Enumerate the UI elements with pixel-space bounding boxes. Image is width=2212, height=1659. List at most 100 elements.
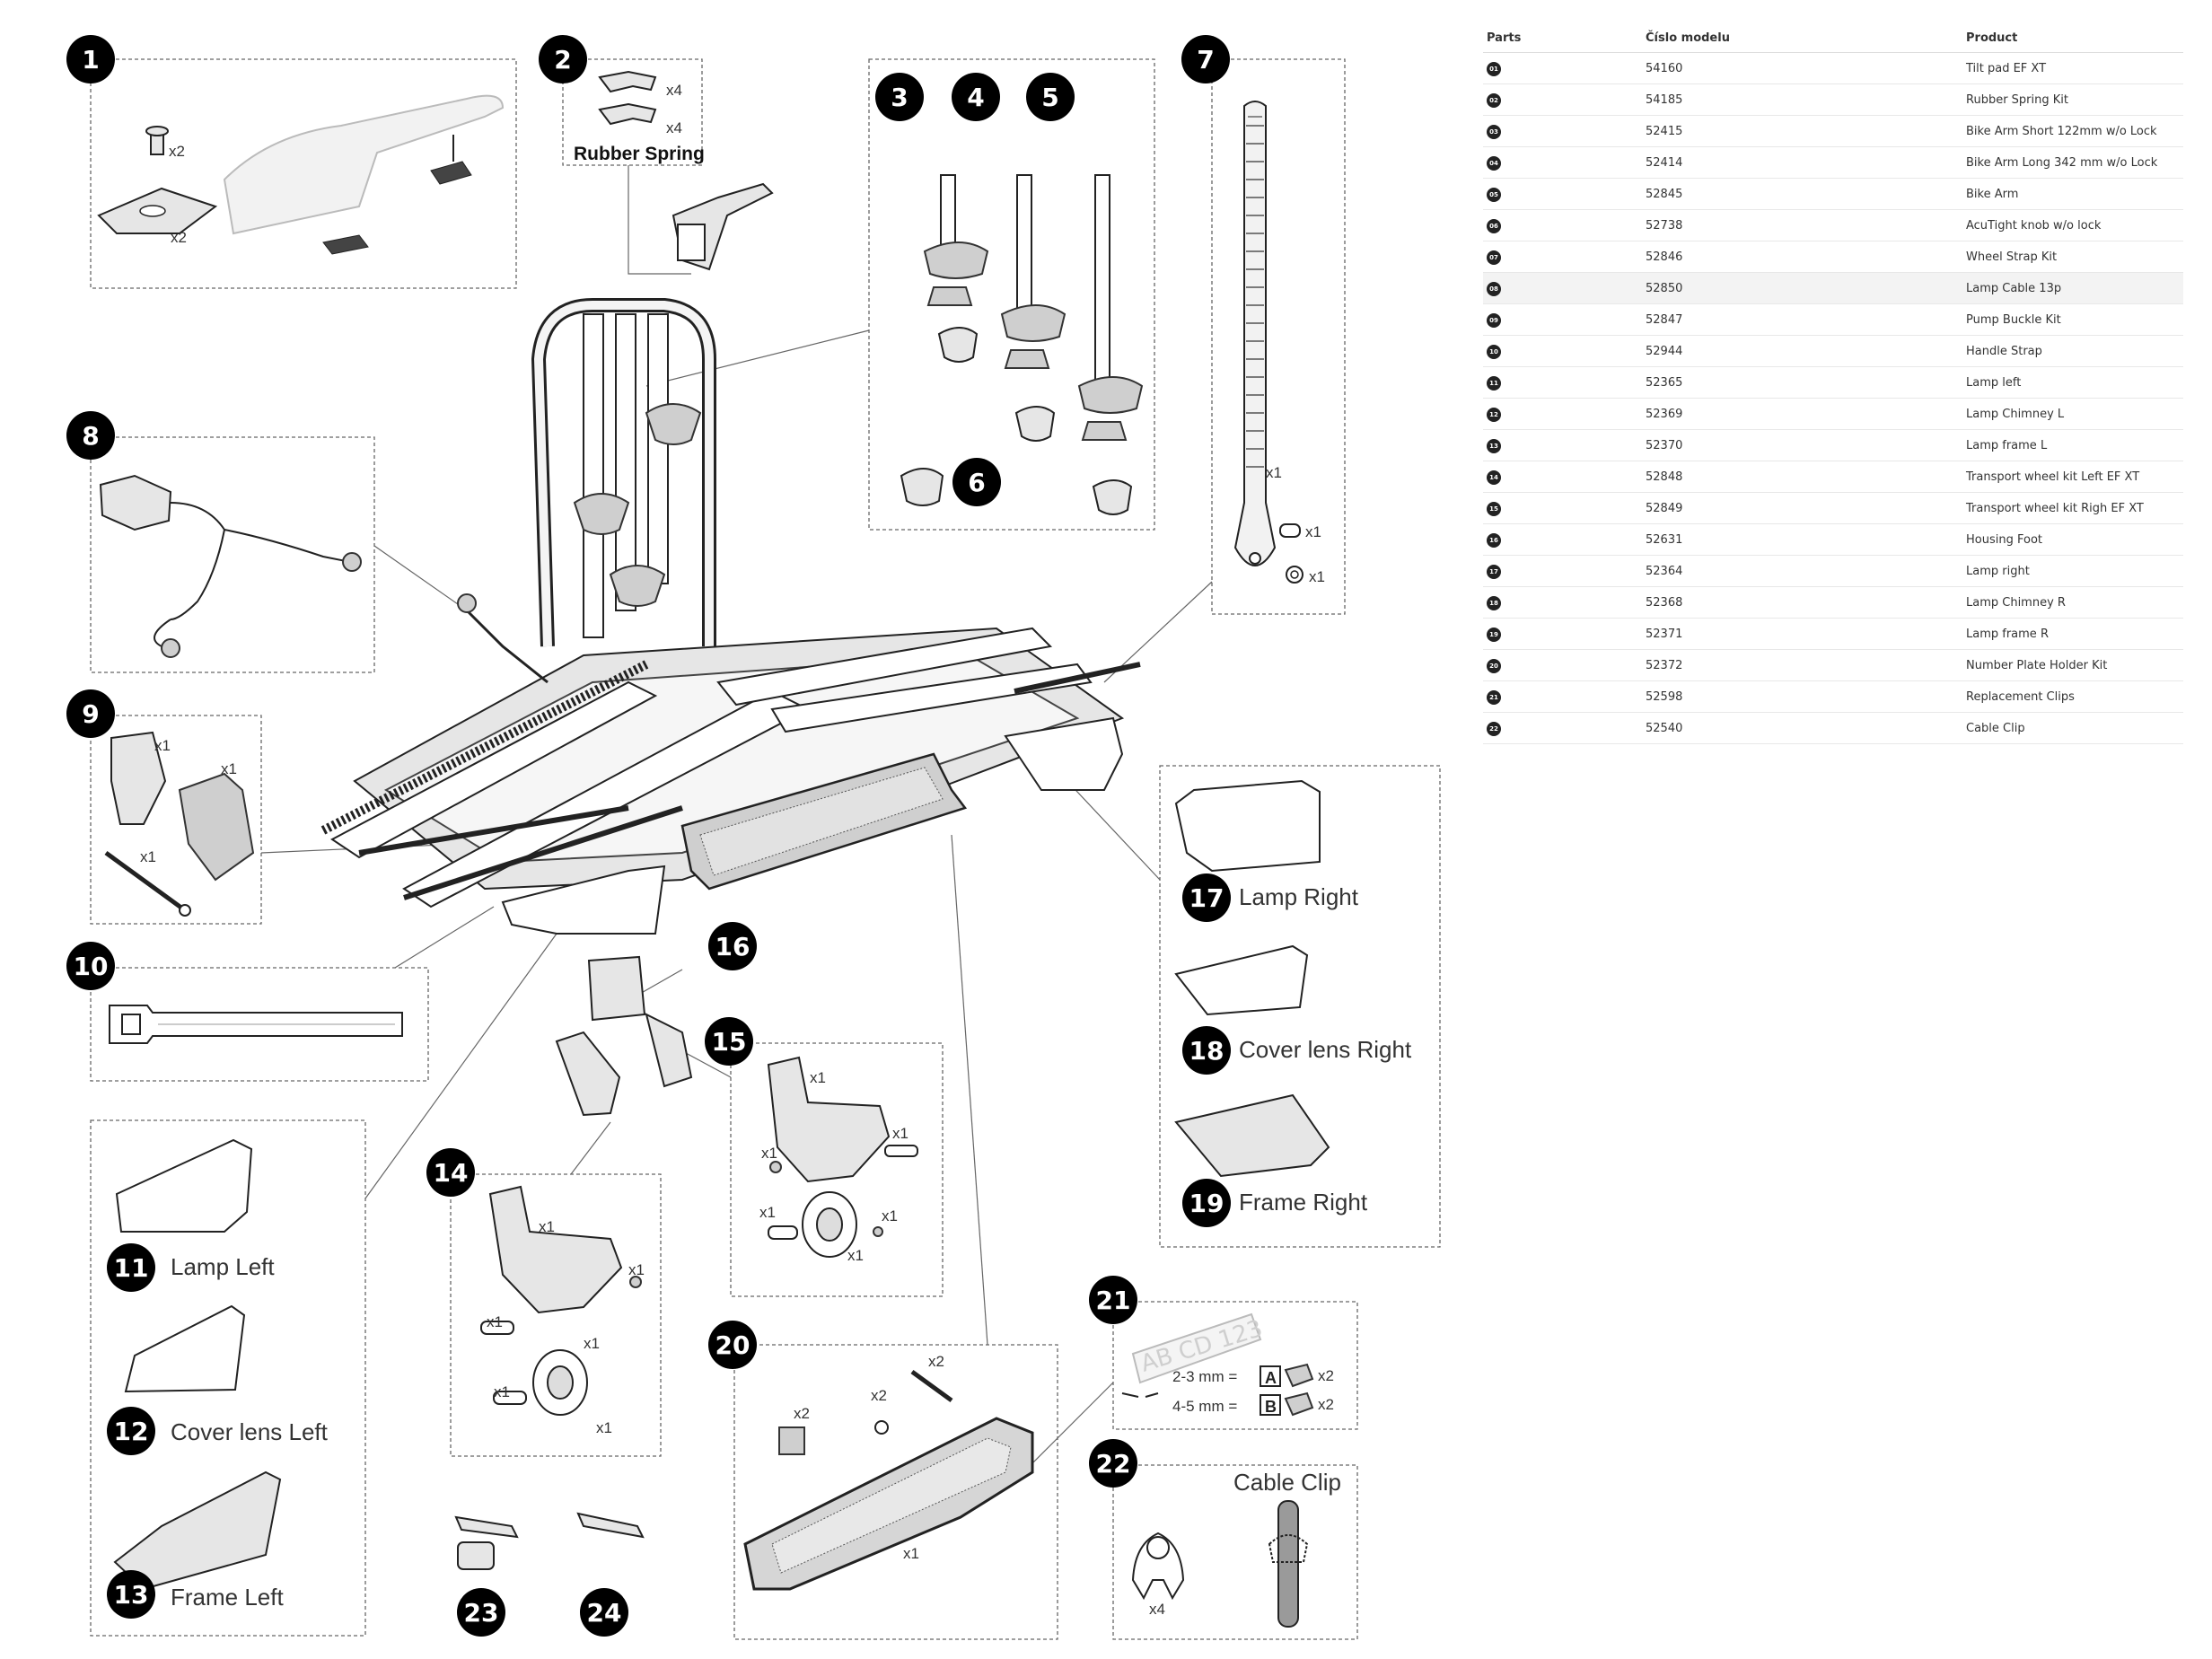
label-cover-lens-right: Cover lens Right xyxy=(1239,1036,1412,1063)
callout-15: 15 xyxy=(705,1017,753,1066)
svg-text:3: 3 xyxy=(891,83,908,112)
product-cell: Lamp frame L xyxy=(1966,429,2183,461)
model-number-cell: 52414 xyxy=(1646,146,1966,179)
box-parts-17-19 xyxy=(1159,765,1441,1248)
qty-15-c: x1 xyxy=(761,1145,777,1162)
part-20-illustration xyxy=(743,1369,1034,1591)
part-15-illustration xyxy=(767,1056,918,1258)
model-number-cell: 52847 xyxy=(1646,303,1966,336)
parts-11-13-illustration xyxy=(113,1138,282,1591)
qty-22: x4 xyxy=(1149,1601,1165,1618)
leader-20 xyxy=(951,834,988,1346)
callout-21: 21 xyxy=(1089,1276,1137,1324)
svg-text:12: 12 xyxy=(114,1417,149,1446)
svg-text:13: 13 xyxy=(114,1580,149,1610)
model-number-cell: 52944 xyxy=(1646,335,1966,367)
svg-text:17: 17 xyxy=(1189,883,1224,913)
product-cell: Lamp frame R xyxy=(1966,618,2183,650)
svg-text:5: 5 xyxy=(1041,83,1058,112)
box-part-14 xyxy=(450,1173,662,1457)
part-1-illustration xyxy=(97,94,505,255)
part-number-badge: 02 xyxy=(1487,92,1501,108)
product-cell: Transport wheel kit Righ EF XT xyxy=(1966,492,2183,524)
label-frame-left: Frame Left xyxy=(171,1584,284,1611)
qty-20-washer: x2 xyxy=(871,1387,887,1404)
product-cell: Housing Foot xyxy=(1966,523,2183,556)
label-cover-lens-left: Cover lens Left xyxy=(171,1418,329,1445)
part-21-illustration: AB CD 123 2-3 mm = A 4-5 mm = B xyxy=(1121,1312,1314,1417)
model-number-cell: 52415 xyxy=(1646,115,1966,147)
part-number-badge: 10 xyxy=(1487,344,1501,359)
clip-b-size: 4-5 mm = xyxy=(1172,1398,1237,1415)
part-number-badge: 17 xyxy=(1487,564,1501,579)
label-frame-right: Frame Right xyxy=(1239,1189,1368,1216)
svg-text:23: 23 xyxy=(464,1598,499,1628)
callout-16: 16 xyxy=(708,922,757,970)
part-number-badge: 22 xyxy=(1487,721,1501,736)
product-cell: Pump Buckle Kit xyxy=(1966,303,2183,336)
part-number-badge: 19 xyxy=(1487,627,1501,642)
exploded-parts-diagram: AB CD 123 2-3 mm = A 4-5 mm = B Rubber S… xyxy=(66,35,1441,1640)
leader-3-6 xyxy=(645,329,870,387)
parts-3-6-illustration xyxy=(900,174,1144,515)
callout-14: 14 xyxy=(426,1148,475,1197)
callout-7: 7 xyxy=(1181,35,1230,83)
callout-12: 12 xyxy=(107,1407,155,1455)
part-number-badge: 20 xyxy=(1487,658,1501,673)
product-cell: Lamp Chimney L xyxy=(1966,398,2183,430)
clip-a-letter: A xyxy=(1265,1369,1277,1387)
product-cell: Transport wheel kit Left EF XT xyxy=(1966,461,2183,493)
model-number-cell: 52540 xyxy=(1646,712,1966,744)
header-model-number: Číslo modelu xyxy=(1646,23,1966,53)
part-number-badge: 08 xyxy=(1487,281,1501,296)
part-number-badge: 07 xyxy=(1487,250,1501,265)
qty-14-e: x1 xyxy=(494,1383,510,1400)
box-part-10 xyxy=(90,967,429,1082)
part-number-badge: 14 xyxy=(1487,470,1501,485)
model-number-cell: 52845 xyxy=(1646,178,1966,210)
label-rubber-spring: Rubber Spring xyxy=(574,144,705,164)
box-parts-11-13 xyxy=(90,1119,366,1637)
callout-5: 5 xyxy=(1026,73,1075,121)
qty-7-screw: x1 xyxy=(1305,523,1321,540)
qty-15-d: x1 xyxy=(759,1204,776,1221)
part-number-badge: 06 xyxy=(1487,218,1501,233)
product-cell: AcuTight knob w/o lock xyxy=(1966,209,2183,241)
svg-text:8: 8 xyxy=(82,421,99,451)
svg-text:9: 9 xyxy=(82,699,99,729)
qty-20-bolt: x2 xyxy=(928,1353,944,1370)
qty-9-b: x1 xyxy=(221,760,237,777)
model-number-cell: 52365 xyxy=(1646,366,1966,399)
part-number-badge: 18 xyxy=(1487,595,1501,610)
model-number-cell: 52368 xyxy=(1646,586,1966,619)
callout-10: 10 xyxy=(66,942,115,990)
part-number-badge: 12 xyxy=(1487,407,1501,422)
callout-19: 19 xyxy=(1182,1179,1231,1227)
box-part-22 xyxy=(1112,1464,1358,1640)
part-22-illustration xyxy=(1131,1500,1309,1628)
product-cell: Tilt pad EF XT xyxy=(1966,52,2183,84)
svg-text:20: 20 xyxy=(715,1330,750,1360)
model-number-cell: 52631 xyxy=(1646,523,1966,556)
svg-text:7: 7 xyxy=(1197,45,1214,75)
product-cell: Lamp Chimney R xyxy=(1966,586,2183,619)
qty-14-b: x1 xyxy=(628,1261,645,1278)
header-product: Product xyxy=(1966,23,2183,53)
box-part-8 xyxy=(90,436,375,673)
model-number-cell: 52370 xyxy=(1646,429,1966,461)
qty-2-b: x4 xyxy=(666,119,682,136)
model-number-cell: 52598 xyxy=(1646,680,1966,713)
qty-9-c: x1 xyxy=(140,848,156,865)
callout-8: 8 xyxy=(66,411,115,460)
box-part-1 xyxy=(90,58,517,289)
